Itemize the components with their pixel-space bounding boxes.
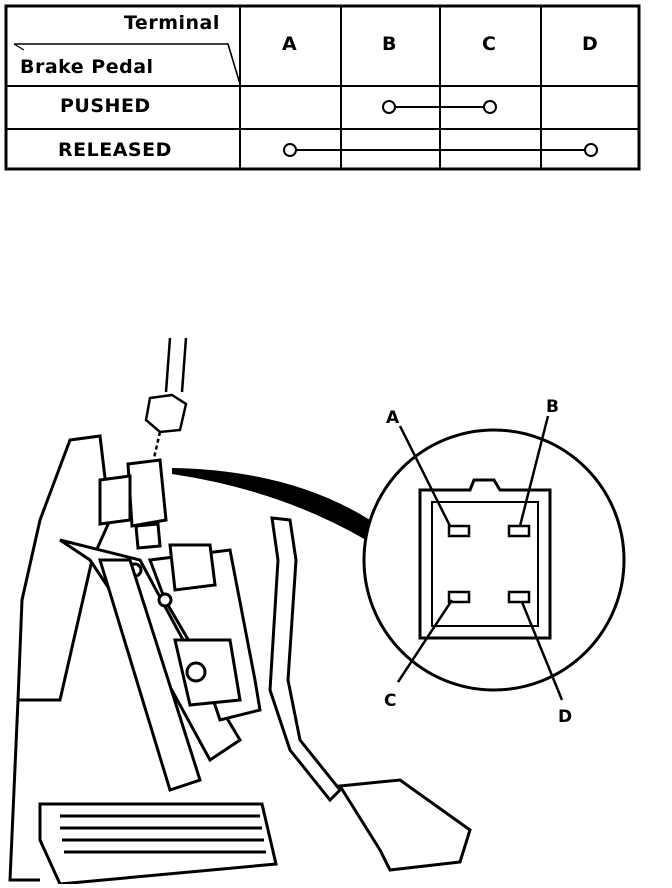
brake-light-switch xyxy=(98,458,168,550)
pin-c xyxy=(447,590,471,604)
brake-pedal xyxy=(38,558,278,886)
connector-face-view: A B C D xyxy=(362,397,626,727)
label-b: B xyxy=(546,397,559,417)
col-terminal-b: B xyxy=(382,33,397,55)
terminal-c-node xyxy=(483,100,497,114)
label-d: D xyxy=(558,707,572,727)
released-connection xyxy=(283,143,598,157)
wire-harness xyxy=(144,337,188,459)
pedal-assembly-illustration: A B C D xyxy=(8,253,626,886)
terminal-b-node xyxy=(382,100,396,114)
pin-b xyxy=(507,524,531,538)
leader-b xyxy=(518,415,550,527)
leader-line xyxy=(172,468,370,540)
pin-d xyxy=(507,590,531,604)
col-terminal-a: A xyxy=(282,33,298,55)
brake-switch-diagram: A B C D xyxy=(0,253,672,886)
header-brake-pedal: Brake Pedal xyxy=(20,56,154,78)
col-terminal-d: D xyxy=(582,33,599,55)
row-label-pushed: PUSHED xyxy=(60,95,151,117)
terminal-a-node xyxy=(283,143,297,157)
pin-a xyxy=(447,524,471,538)
pushed-connection xyxy=(382,100,497,114)
leader-a xyxy=(398,425,452,527)
switch-continuity-table: Terminal Brake Pedal A B C D PUSHED RELE… xyxy=(0,0,672,180)
terminal-d-node xyxy=(584,143,598,157)
leader-d xyxy=(520,601,564,701)
label-c: C xyxy=(384,691,396,711)
table-grid xyxy=(4,4,641,171)
row-label-released: RELEASED xyxy=(58,139,172,161)
label-a: A xyxy=(386,408,400,428)
accelerator-pedal xyxy=(268,516,472,872)
col-terminal-c: C xyxy=(482,33,497,55)
leader-c xyxy=(396,599,454,683)
header-terminal: Terminal xyxy=(124,12,220,34)
